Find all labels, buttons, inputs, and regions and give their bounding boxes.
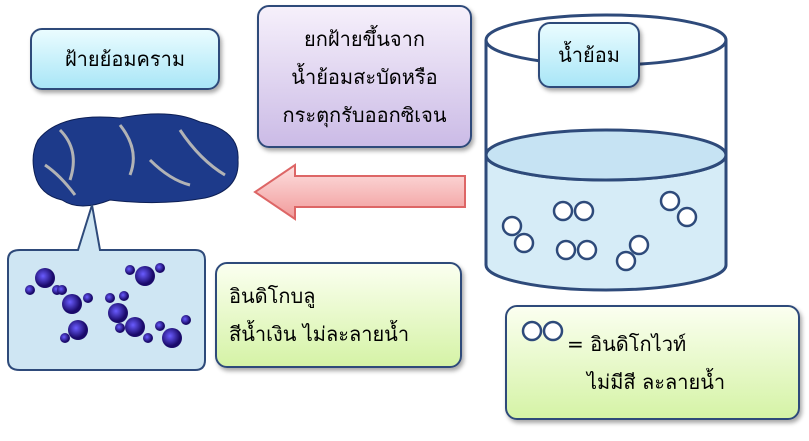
process-line: ยกฝ้ายขึ้นจาก: [304, 26, 425, 51]
dye-vat: [484, 13, 728, 292]
legend-line: = อินดิโกไวท์: [567, 325, 798, 363]
fabric-folds: [44, 124, 226, 196]
indigo-blue-molecules: [25, 263, 191, 348]
process-line: กระตุกรับออกซิเจน: [282, 102, 447, 127]
indigo-fabric: [32, 113, 239, 207]
indigo-white-molecules: [501, 190, 698, 272]
title-box: ฝ้ายย้อมคราม: [30, 28, 220, 90]
indigo-blue-line: สีน้ำเงิน ไม่ละลายน้ำ: [229, 322, 410, 346]
left-arrow: [253, 163, 466, 221]
process-line: น้ำย้อมสะบัดหรือ: [291, 64, 438, 89]
equals-sign: =: [567, 331, 584, 356]
legend-term: อินดิโกไวท์: [590, 331, 687, 356]
indigo-blue-line: อินดิโกบลู: [229, 284, 316, 308]
process-box: ยกฝ้ายขึ้นจาก น้ำย้อมสะบัดหรือ กระตุกรับ…: [257, 5, 472, 148]
title-label: ฝ้ายย้อมคราม: [64, 47, 186, 71]
indigo-blue-box: อินดิโกบลู สีน้ำเงิน ไม่ละลายน้ำ: [215, 262, 462, 368]
vat-label: น้ำย้อม: [558, 43, 620, 67]
legend-box: = อินดิโกไวท์ ไม่มีสี ละลายน้ำ: [505, 305, 800, 420]
vat-label-box: น้ำย้อม: [538, 22, 640, 88]
legend-description: ไม่มีสี ละลายน้ำ: [587, 369, 726, 394]
callout-bubble: [7, 204, 206, 371]
